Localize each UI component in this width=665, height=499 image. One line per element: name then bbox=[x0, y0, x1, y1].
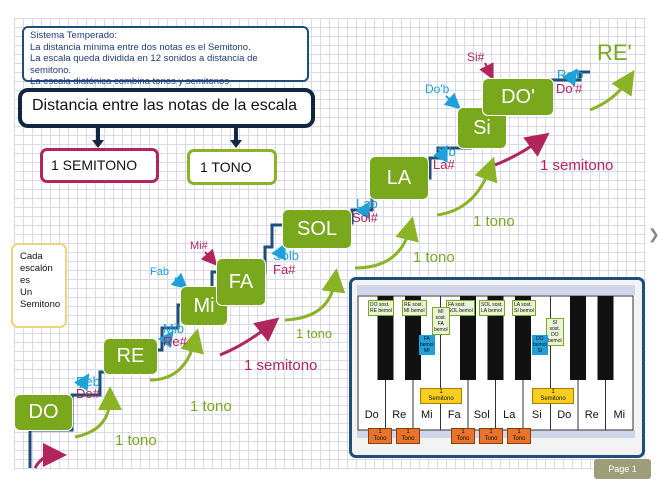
page-button[interactable]: Page 1 bbox=[594, 459, 651, 479]
note-re: RE bbox=[104, 339, 157, 374]
arrow-semitono-2 bbox=[494, 132, 550, 167]
white-key-label: Fa bbox=[447, 409, 461, 421]
diagram-title: Distancia entre las notas de la escala bbox=[18, 88, 315, 128]
acc-re-sharp: Re# bbox=[163, 334, 187, 349]
info-line-1: Sistema Temperado: bbox=[30, 30, 117, 41]
acc-si-sharp: Si# bbox=[467, 50, 485, 64]
black-label-re-sost: RE sost.MI bemol bbox=[402, 300, 427, 316]
white-key-label: Do bbox=[364, 409, 379, 421]
note-la: LA bbox=[370, 157, 428, 199]
interval-tono-5: 1 tono bbox=[473, 213, 515, 230]
black-key[interactable] bbox=[487, 296, 504, 380]
black-key[interactable] bbox=[597, 296, 614, 380]
note-do2: DO' bbox=[483, 79, 553, 115]
acc-mib: Mib bbox=[163, 321, 184, 336]
arrow-tono-2 bbox=[149, 328, 204, 382]
note-sol: SOL bbox=[283, 210, 351, 248]
tono-box: 1 TONO bbox=[187, 149, 277, 185]
piano-keyboard-panel: Do Re Mi Fa Sol La Si Do Re Mi DO sost.RE bemol R… bbox=[349, 277, 645, 458]
white-key-label: Mi bbox=[613, 409, 626, 421]
white-key-label: Sol bbox=[473, 409, 490, 421]
black-key[interactable] bbox=[377, 296, 394, 380]
arrow-tono-5 bbox=[436, 156, 498, 217]
white-key-label: Mi bbox=[420, 409, 433, 421]
black-key[interactable] bbox=[515, 296, 531, 380]
acc-mi-sharp: Mi# bbox=[190, 240, 208, 252]
black-label-sol-sost: SOL sost.LA bemol bbox=[479, 300, 505, 316]
black-key[interactable] bbox=[405, 296, 421, 380]
acc-do-sharp: Do# bbox=[76, 386, 100, 401]
info-line-3: La escala queda dividida en 12 sonidos a… bbox=[30, 53, 258, 76]
acc-do-b: Do'b bbox=[425, 82, 450, 96]
interval-tono-3: 1 tono bbox=[296, 326, 333, 341]
note-fa: FA bbox=[217, 259, 265, 305]
arrow-tono-6 bbox=[589, 69, 635, 112]
semitono-box: 1 SEMITONO bbox=[40, 148, 159, 183]
interval-semitono-1: 1 semitono bbox=[244, 357, 318, 374]
interval-tono-2: 1 tono bbox=[190, 398, 232, 415]
next-chevron-icon[interactable]: ❯ bbox=[648, 226, 660, 242]
note-mi: Mi bbox=[181, 287, 227, 325]
black-label-la-sost: LA sost.SI bemol bbox=[512, 300, 536, 316]
note-si: Si bbox=[458, 108, 506, 148]
acc-fa-sharp: Fa# bbox=[273, 262, 296, 277]
white-key-label: Re bbox=[584, 409, 599, 421]
cada-line: es bbox=[20, 275, 31, 286]
white-key-label: La bbox=[503, 409, 516, 421]
note-re2: RE' bbox=[597, 40, 632, 65]
acc-do2-sharp: Do'# bbox=[556, 81, 583, 96]
acc-lab: Lab bbox=[356, 196, 378, 211]
cada-escalon-note: Cada escalón es Un Semitono bbox=[11, 243, 67, 328]
acc-la-sharp: La# bbox=[433, 157, 455, 172]
arrow-semitono-1 bbox=[219, 317, 280, 357]
white-key-label: Si bbox=[531, 409, 542, 421]
arrow-tono-3 bbox=[284, 268, 346, 322]
black-key[interactable] bbox=[460, 296, 476, 380]
acc-sib: Sib bbox=[437, 144, 456, 159]
info-line-2: La distancia mínima entre dos notas es e… bbox=[30, 41, 251, 53]
black-label-do-sost: DO sost.RE bemol bbox=[368, 300, 394, 316]
arrow-tono-1 bbox=[74, 386, 122, 439]
white-key-label: Re bbox=[392, 409, 407, 421]
black-keys bbox=[377, 296, 614, 380]
interval-tono-4: 1 tono bbox=[413, 249, 455, 266]
acc-fab: Fab bbox=[150, 266, 169, 278]
info-line-4: La escala diatónica combina tonos y semi… bbox=[30, 76, 230, 87]
cada-line: Cada bbox=[20, 251, 43, 262]
interval-tono-1: 1 tono bbox=[115, 432, 157, 449]
acc-solb: Solb bbox=[273, 248, 300, 263]
interval-semitono-2: 1 semitono bbox=[540, 157, 614, 174]
cada-line: escalón bbox=[20, 263, 53, 274]
cada-line: Semitono bbox=[20, 299, 61, 310]
arrow-start bbox=[33, 443, 67, 469]
arrow-tono-4 bbox=[354, 216, 419, 270]
cada-line: Un bbox=[20, 287, 33, 298]
acc-sol-sharp: Sol# bbox=[352, 210, 379, 225]
black-label-fa-sost: FA sost.SOL bemol bbox=[446, 300, 475, 316]
info-box: Sistema Temperado: La distancia mínima e… bbox=[22, 26, 309, 87]
acc-reb: Reb bbox=[76, 374, 100, 389]
white-key-label: Do bbox=[557, 409, 572, 421]
acc-re-b: Re'b bbox=[557, 67, 584, 82]
black-key[interactable] bbox=[570, 296, 586, 380]
note-do: DO bbox=[15, 395, 72, 430]
